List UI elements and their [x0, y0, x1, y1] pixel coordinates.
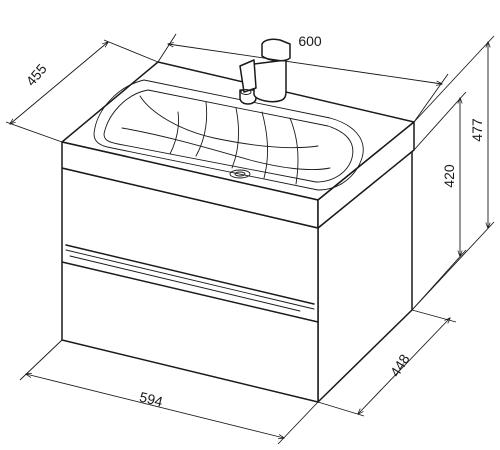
faucet-handle [261, 38, 291, 62]
basin-contour-5 [261, 111, 269, 179]
washbasin [61, 61, 415, 229]
cabinet [61, 149, 413, 403]
dimension-label-600: 600 [298, 33, 322, 49]
drain-outer [229, 169, 251, 179]
dimension-420: 420 [411, 91, 467, 311]
dimension-line-600 [168, 44, 442, 84]
dimension-label-455: 455 [23, 61, 50, 89]
basin-contour-2 [121, 127, 331, 170]
dimension-line-448 [358, 318, 450, 414]
dimension-label-448: 448 [387, 351, 413, 379]
dimension-label-594: 594 [138, 389, 165, 410]
drawer-handle-recess [69, 255, 301, 312]
faucet-body [253, 59, 287, 103]
drain-inner [234, 171, 246, 177]
faucet-aerator [240, 89, 252, 95]
basin-contour-7 [169, 111, 179, 155]
upper-drawer-edge [65, 249, 315, 310]
basin-contour-6 [289, 117, 299, 185]
basin-contour-1 [139, 95, 319, 149]
dimension-594: 594 [19, 339, 319, 445]
dimension-label-477: 477 [469, 118, 485, 142]
faucet-base [239, 89, 257, 105]
basin-bowl-rim [93, 79, 364, 191]
faucet [239, 38, 291, 105]
dimension-line-594 [26, 374, 284, 438]
upper-drawer-front [65, 244, 315, 305]
basin-bowl-inner [103, 89, 354, 183]
basin-contour-3 [195, 101, 208, 157]
dimension-label-420: 420 [441, 164, 457, 188]
basin-contour-4 [231, 107, 240, 169]
dimension-600: 600 [157, 33, 449, 123]
lower-drawer-top-edge [61, 261, 319, 323]
dimension-line-455 [10, 42, 108, 124]
